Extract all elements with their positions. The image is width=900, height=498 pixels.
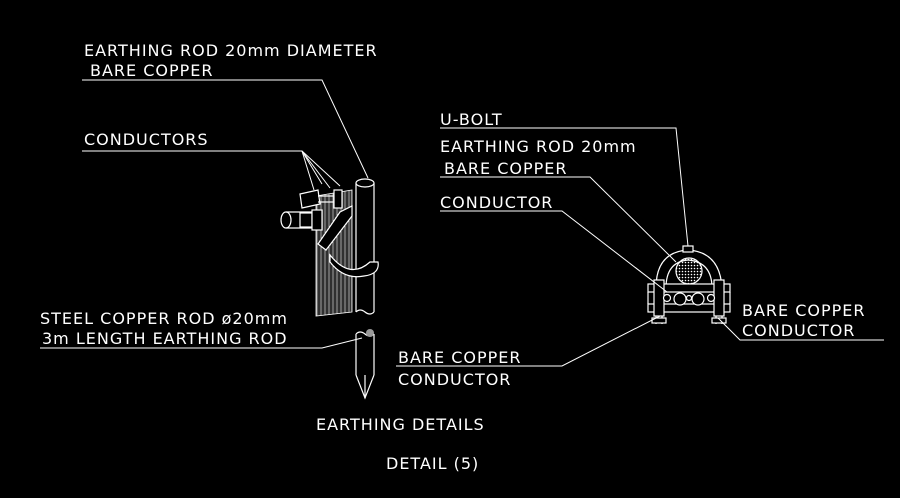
leader-steel-rod [40,337,363,349]
label-conductor: CONDUCTOR [440,193,554,212]
rod-section [675,257,703,285]
label-steel-rod-line-2: 3m LENGTH EARTHING ROD [42,329,288,348]
conductor-sections [662,292,716,306]
leader-conductor [440,210,668,293]
rod-clamp [317,205,379,278]
leader-conductors-2 [301,150,341,187]
leader-bare-copper-left [396,315,661,367]
label-ubolt: U-BOLT [440,110,503,129]
clamp-section-assembly [647,245,731,324]
label-right-bare-copper-2: CONDUCTOR [742,321,856,340]
title-earthing-details: EARTHING DETAILS [316,415,485,434]
label-right-rod-line-1: EARTHING ROD 20mm [440,137,637,156]
leader-conductors-3 [301,150,331,189]
label-left-bare-copper-2: CONDUCTOR [398,370,512,389]
label-rod-line-1: EARTHING ROD 20mm DIAMETER [84,41,378,60]
bolt-lower [280,209,323,231]
upper-rod-segment [355,178,375,315]
earthing-rod-assembly [280,178,379,400]
detail-reference: DETAIL (5) [386,454,480,473]
label-right-bare-copper-1: BARE COPPER [742,301,866,320]
clamp-bolts [280,189,343,231]
lower-rod-segment [355,329,375,400]
leader-ubolt [440,127,689,247]
leader-rod [440,176,677,263]
label-right-rod-line-2: BARE COPPER [444,159,568,178]
leader-bare-copper-right [717,317,884,341]
leader-earthing-rod [82,79,369,179]
label-rod-line-2: BARE COPPER [90,61,214,80]
bolt-upper [299,189,343,209]
leader-conductors [82,150,323,185]
leader-conductors-4 [301,150,315,191]
label-steel-rod-line-1: STEEL COPPER ROD ø20mm [40,309,288,328]
left-leaders [40,79,369,349]
label-left-bare-copper-1: BARE COPPER [398,348,522,367]
label-conductors: CONDUCTORS [84,130,209,149]
right-leaders [396,127,884,367]
